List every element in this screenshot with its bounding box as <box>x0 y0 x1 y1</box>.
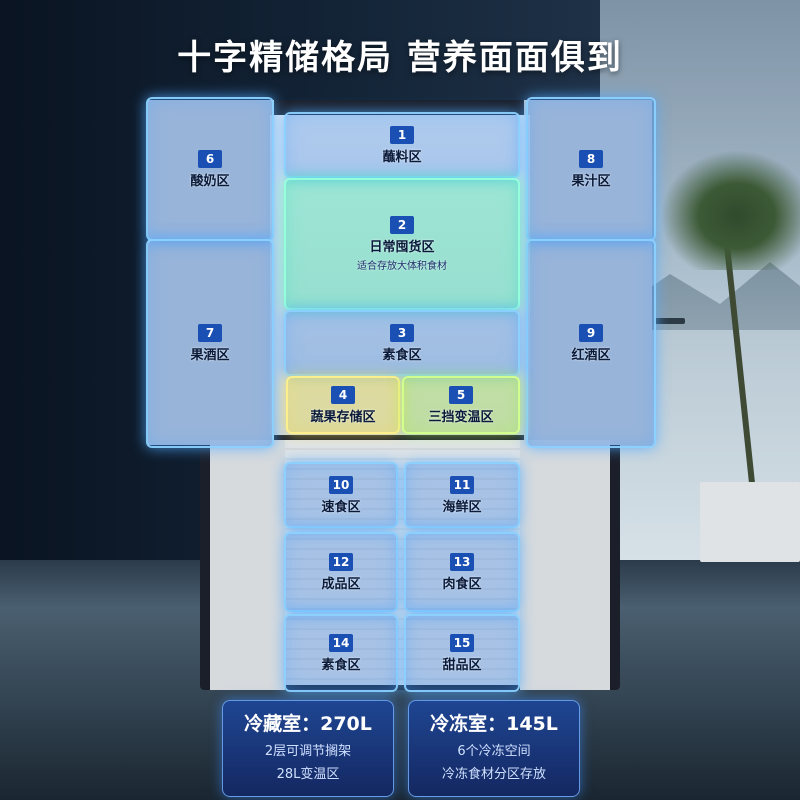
palm-leaves <box>660 150 800 270</box>
zone-label: 果酒区 <box>190 348 230 363</box>
zone-2: 2 日常囤货区 适合存放大体积食材 <box>284 178 520 310</box>
fridge-capacity: 冷藏室：270L <box>244 713 372 735</box>
zone-number: 8 <box>579 149 603 168</box>
zone-15: 15 甜品区 <box>404 614 520 692</box>
zone-label: 海鲜区 <box>442 499 482 515</box>
zone-label: 蔬果存储区 <box>310 409 376 425</box>
zone-number: 7 <box>198 324 222 342</box>
zone-number: 5 <box>449 385 473 404</box>
zone-7: 7 果酒区 <box>146 239 274 448</box>
zone-label: 速食区 <box>321 499 361 515</box>
zone-9: 9 红酒区 <box>526 239 656 448</box>
zone-label: 酸奶区 <box>190 173 230 189</box>
freezer-feature-1: 6个冷冻空间 <box>457 744 531 759</box>
freezer-feature-2: 冷冻食材分区存放 <box>441 767 546 782</box>
zone-13: 13 肉食区 <box>404 532 520 612</box>
planter <box>700 482 800 562</box>
zone-number: 10 <box>329 475 353 494</box>
zone-number: 1 <box>390 125 414 144</box>
zone-12: 12 成品区 <box>284 532 398 612</box>
zone-number: 9 <box>579 324 603 342</box>
zone-sublabel: 适合存放大体积食材 <box>357 261 447 272</box>
fridge-cabinet <box>270 115 530 435</box>
zone-number: 13 <box>450 552 474 571</box>
boat-silhouette <box>655 318 685 324</box>
zone-number: 14 <box>329 633 353 652</box>
zone-label: 成品区 <box>321 576 361 592</box>
fridge-capacity-card: 冷藏室：270L 2层可调节搁架 28L变温区 <box>222 700 394 797</box>
zone-4: 4 蔬果存储区 <box>286 376 400 434</box>
zone-number: 11 <box>450 475 474 494</box>
zone-label: 红酒区 <box>571 348 611 363</box>
zone-label: 素食区 <box>382 347 422 363</box>
zone-11: 11 海鲜区 <box>404 462 520 528</box>
fridge-feature-1: 2层可调节搁架 <box>264 744 352 759</box>
zone-number: 3 <box>390 323 414 342</box>
zone-5: 5 三挡变温区 <box>402 376 520 434</box>
zone-label: 蘸料区 <box>382 149 422 165</box>
zone-number: 4 <box>331 385 355 404</box>
zone-14: 14 素食区 <box>284 614 398 692</box>
zone-number: 2 <box>390 216 414 234</box>
zone-10: 10 速食区 <box>284 462 398 528</box>
zone-1: 1 蘸料区 <box>284 112 520 178</box>
zone-number: 6 <box>198 149 222 168</box>
freezer-right-door <box>520 440 610 690</box>
freezer-capacity-card: 冷冻室：145L 6个冷冻空间 冷冻食材分区存放 <box>408 700 580 797</box>
zone-number: 15 <box>450 633 474 652</box>
zone-label: 日常囤货区 <box>369 240 435 255</box>
freezer-cabinet <box>285 440 520 685</box>
zone-label: 甜品区 <box>442 657 482 673</box>
fridge-feature-2: 28L变温区 <box>276 767 340 782</box>
zone-3: 3 素食区 <box>284 310 520 376</box>
zone-label: 肉食区 <box>442 576 482 592</box>
zone-label: 素食区 <box>321 657 361 673</box>
zone-6: 6 酸奶区 <box>146 97 274 241</box>
freezer-left-door <box>210 440 285 690</box>
zone-label: 果汁区 <box>571 173 611 189</box>
headline: 十字精储格局 营养面面俱到 <box>177 38 623 78</box>
freezer-capacity: 冷冻室：145L <box>430 713 558 735</box>
zone-8: 8 果汁区 <box>526 97 656 241</box>
zone-label: 三挡变温区 <box>428 409 494 425</box>
zone-number: 12 <box>329 552 353 571</box>
